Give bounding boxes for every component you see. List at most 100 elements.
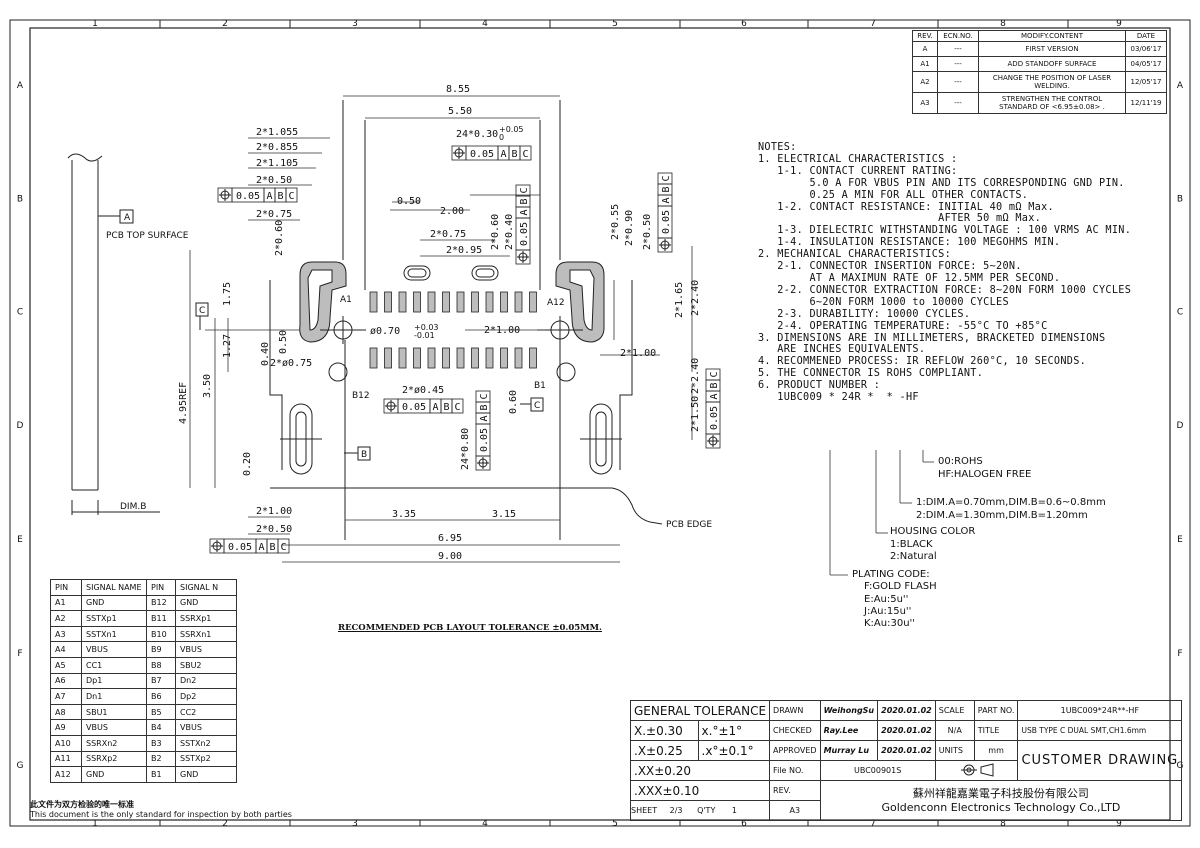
pin-cell: A8 — [50, 703, 82, 721]
grid-col-label: 7 — [870, 819, 876, 829]
fcf-cell — [657, 172, 673, 185]
pin-cell: B6 — [146, 688, 176, 705]
tol-xx: .X±0.25 — [630, 740, 699, 761]
tol-x-angle: x.°±1° — [697, 720, 771, 741]
dim-0-50b: 0.50 — [397, 196, 421, 207]
pin-cell: SSRXn2 — [81, 734, 147, 752]
pin-cell: SSRXp1 — [175, 610, 237, 627]
product-number-leaders — [829, 450, 934, 576]
dim-0-50a: 2*0.50 — [256, 175, 292, 186]
note-line: 0.25 A MIN FOR ALL OTHER CONTACTS. — [758, 189, 1029, 201]
dim-1-50: 2*1.50 — [690, 396, 701, 432]
general-tolerance-label: GENERAL TOLERANCE — [629, 700, 771, 721]
dim-3-15: 3.15 — [492, 509, 516, 520]
signal-pad — [529, 291, 537, 313]
fcf-datum: C — [454, 402, 460, 413]
note-line: NOTES: — [758, 142, 797, 153]
fcf-tolerance: 0.05 — [236, 191, 260, 202]
fcf-datum: B — [479, 404, 490, 410]
pn-plating-line: PLATING CODE: — [852, 569, 930, 580]
grid-row-label: E — [17, 535, 23, 545]
pn-plating-line: J:Au:15u'' — [864, 605, 912, 617]
grid-col-label: 9 — [1116, 819, 1122, 829]
datum-b-box: B — [361, 450, 367, 460]
dim-0-45: 2*ø0.45 — [402, 385, 444, 396]
note-line: 2-1. CONNECTOR INSERTION FORCE: 5~20N. — [758, 261, 1022, 273]
pin-cell: A4 — [50, 641, 82, 658]
dim-8-55: 8.55 — [446, 84, 470, 95]
fcf-datum: C — [519, 187, 530, 193]
grid-row-label: A — [17, 81, 24, 91]
grid-col-label: 9 — [1116, 19, 1122, 29]
dim-2-40: 2*2.40 — [690, 280, 701, 316]
revision-content: STRENGTHEN THE CONTROL STANDARD OF <6.95… — [978, 92, 1126, 114]
fcf-datum: C — [479, 393, 490, 399]
note-line: AT A MAXIMUN RATE OF 12.5MM PER SECOND. — [758, 272, 1061, 284]
fcf-datum: C — [522, 149, 528, 160]
grid-col-label: 8 — [1000, 19, 1006, 29]
fcf-datum: A — [519, 209, 530, 215]
grid-row-label: G — [17, 761, 24, 771]
pin-cell: GND — [175, 594, 237, 612]
dim-0-60c: 0.60 — [508, 390, 519, 414]
pn-hf-options: 00:ROHS HF:HALOGEN FREE — [938, 456, 1031, 481]
signal-pad — [471, 291, 479, 313]
rev-header: DATE — [1125, 30, 1167, 42]
dim-0-75a: 2*0.75 — [256, 209, 292, 220]
checked-date: 2020.01.02 — [877, 720, 936, 741]
fcf-tolerance: 0.05 — [479, 428, 490, 452]
pin-cell: B1 — [146, 766, 176, 783]
dim-0-60a: 2*0.60 — [274, 220, 285, 256]
fcf-cell — [705, 368, 721, 381]
signal-pad — [514, 291, 523, 313]
footprint — [269, 100, 651, 540]
fcf-cell — [451, 398, 464, 414]
dim-1-00c: 2*1.00 — [256, 506, 292, 517]
dim-0-855: 2*0.855 — [256, 142, 298, 153]
units-value: mm — [973, 740, 1019, 761]
pin-cell: B4 — [146, 719, 176, 736]
dim-0-70-tol: +0.03 — [414, 323, 439, 332]
projection-symbol — [934, 760, 1019, 781]
fcf-tolerance: 0.05 — [470, 149, 494, 160]
pin-cell: CC2 — [175, 703, 237, 721]
third-angle-projection-icon — [960, 762, 994, 777]
signal-pad — [427, 347, 436, 369]
pin-cell: SSRXp2 — [81, 750, 147, 768]
signal-pad — [500, 291, 508, 313]
pn-dim-line: 1:DIM.A=0.70mm,DIM.B=0.6~0.8mm — [916, 497, 1106, 508]
grid-row-label: D — [1177, 421, 1184, 431]
pin-cell: GND — [81, 594, 147, 612]
pcb-tolerance-note: RECOMMENDED PCB LAYOUT TOLERANCE ±0.05MM… — [338, 623, 602, 633]
dim-0-60b: 2*0.60 — [490, 214, 501, 250]
note-line: 5.0 A FOR VBUS PIN AND ITS CORRESPONDING… — [758, 177, 1125, 189]
fcf-tolerance: 0.05 — [709, 406, 720, 430]
pin-cell: B10 — [146, 625, 176, 643]
dim-2-40b: 2*2.40 — [690, 358, 701, 394]
fcf-cell — [285, 187, 298, 203]
tol-xxx: .XX±0.20 — [629, 760, 771, 781]
fcf-datum: C — [709, 371, 720, 377]
note-line: 2. MECHANICAL CHARACTERISTICS: — [758, 249, 952, 261]
note-line: 1. ELECTRICAL CHARACTERISTICS : — [758, 153, 958, 165]
pin-cell: A3 — [50, 625, 82, 643]
pn-housing-options: HOUSING COLOR 1:BLACK 2:Natural — [890, 526, 975, 564]
dim-0-90: 2*0.90 — [624, 210, 635, 246]
grid-row-label: C — [17, 308, 23, 318]
pn-plating-options: PLATING CODE: F:GOLD FLASH E:Au:5u'' J:A… — [852, 569, 937, 630]
pin-cell: B3 — [146, 734, 176, 752]
revision-date: 04/05'17 — [1125, 56, 1167, 72]
pin-cell: SBU1 — [81, 703, 147, 721]
pcb-top-surface-label: PCB TOP SURFACE — [106, 231, 189, 241]
company-name-cn: 蘇州祥龍嘉業電子科技股份有限公司 — [912, 786, 1089, 800]
fcf-datum: B — [519, 198, 530, 204]
scale-value: N/A — [934, 720, 975, 741]
pcb-side-view — [67, 153, 160, 515]
fcf-cell — [519, 145, 532, 161]
